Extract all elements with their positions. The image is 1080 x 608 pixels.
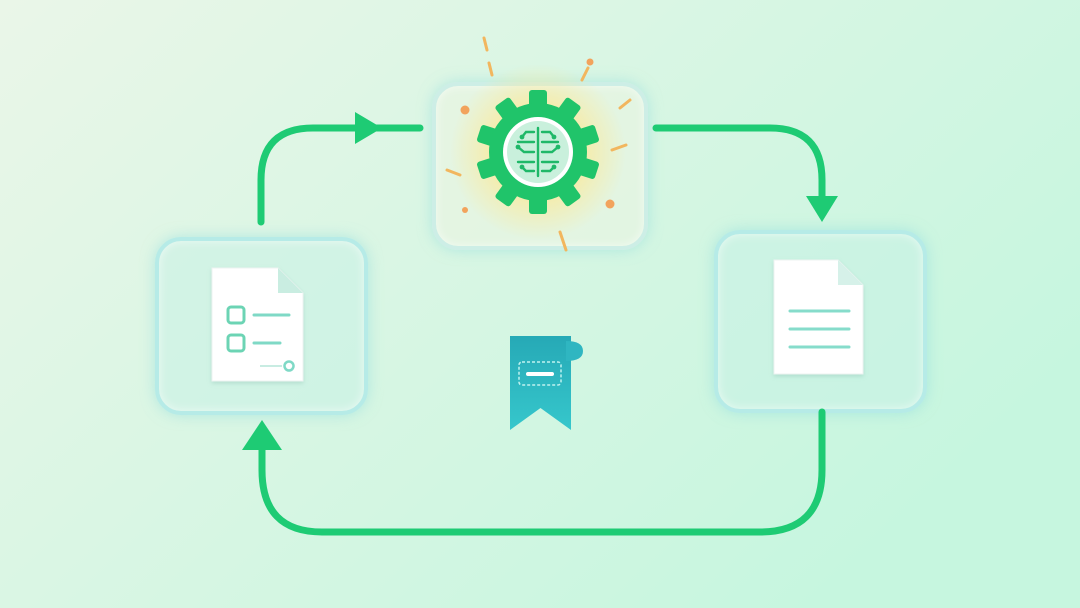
arrow-to-input <box>242 408 826 536</box>
arrow-to-processor <box>257 112 424 226</box>
arrow-to-output <box>652 124 838 222</box>
checklist-document-icon <box>211 267 304 382</box>
gear-brain-icon <box>477 90 599 214</box>
text-document-icon <box>773 259 864 375</box>
spark-rays <box>445 36 632 252</box>
bookmark-tag-icon <box>510 336 583 430</box>
